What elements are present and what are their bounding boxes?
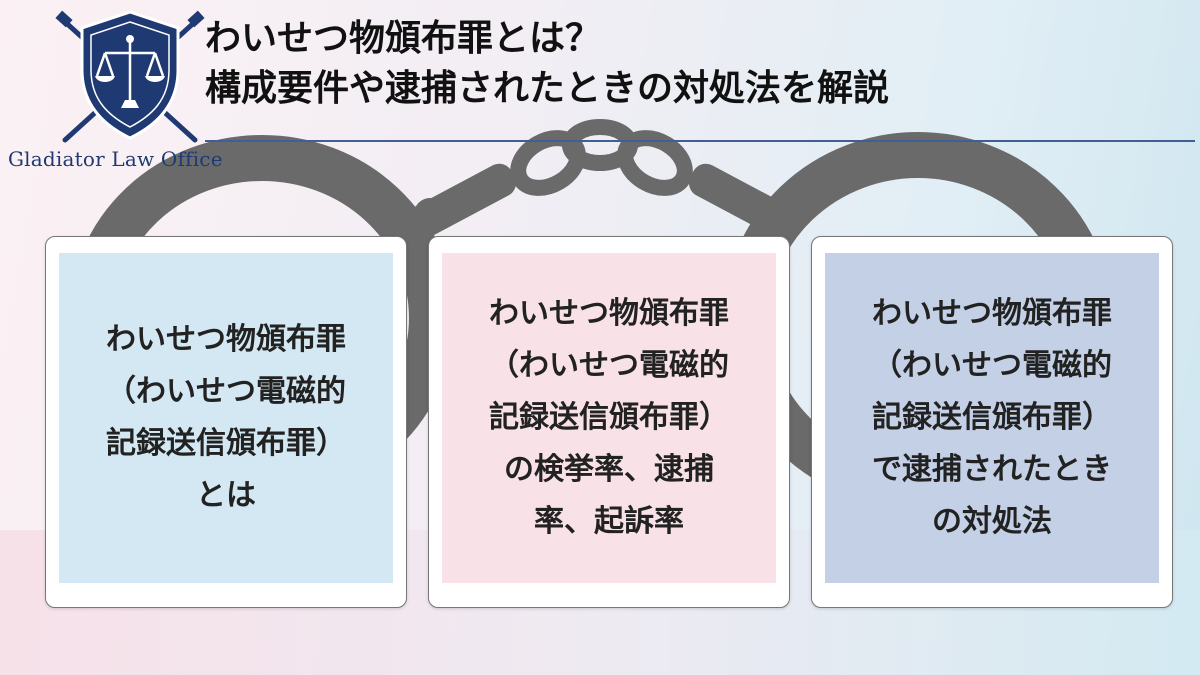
card-text: わいせつ物頒布罪 （わいせつ電磁的 記録送信頒布罪） とは [106, 322, 346, 513]
card-panel: わいせつ物頒布罪 （わいせつ電磁的 記録送信頒布罪） とは [59, 253, 393, 583]
card-panel: わいせつ物頒布罪 （わいせつ電磁的 記録送信頒布罪） の検挙率、逮捕 率、起訴率 [442, 253, 776, 583]
title-underline [205, 140, 1195, 142]
law-office-shield-logo [55, 10, 205, 143]
card-statistics[interactable]: わいせつ物頒布罪 （わいせつ電磁的 記録送信頒布罪） の検挙率、逮捕 率、起訴率 [428, 236, 790, 608]
brand-name: Gladiator Law Office [8, 147, 223, 171]
page-title-line-1: わいせつ物頒布罪とは？ [205, 18, 602, 59]
page-title-line-2: 構成要件や逮捕されたときの対処法を解説 [205, 68, 890, 109]
card-panel: わいせつ物頒布罪 （わいせつ電磁的 記録送信頒布罪） で逮捕されたとき の対処法 [825, 253, 1159, 583]
card-text: わいせつ物頒布罪 （わいせつ電磁的 記録送信頒布罪） の検挙率、逮捕 率、起訴率 [489, 296, 729, 539]
page-title: わいせつ物頒布罪とは？ 構成要件や逮捕されたときの対処法を解説 [205, 14, 1185, 114]
card-text: わいせつ物頒布罪 （わいせつ電磁的 記録送信頒布罪） で逮捕されたとき の対処法 [872, 296, 1112, 539]
card-what-is[interactable]: わいせつ物頒布罪 （わいせつ電磁的 記録送信頒布罪） とは [45, 236, 407, 608]
card-response[interactable]: わいせつ物頒布罪 （わいせつ電磁的 記録送信頒布罪） で逮捕されたとき の対処法 [811, 236, 1173, 608]
